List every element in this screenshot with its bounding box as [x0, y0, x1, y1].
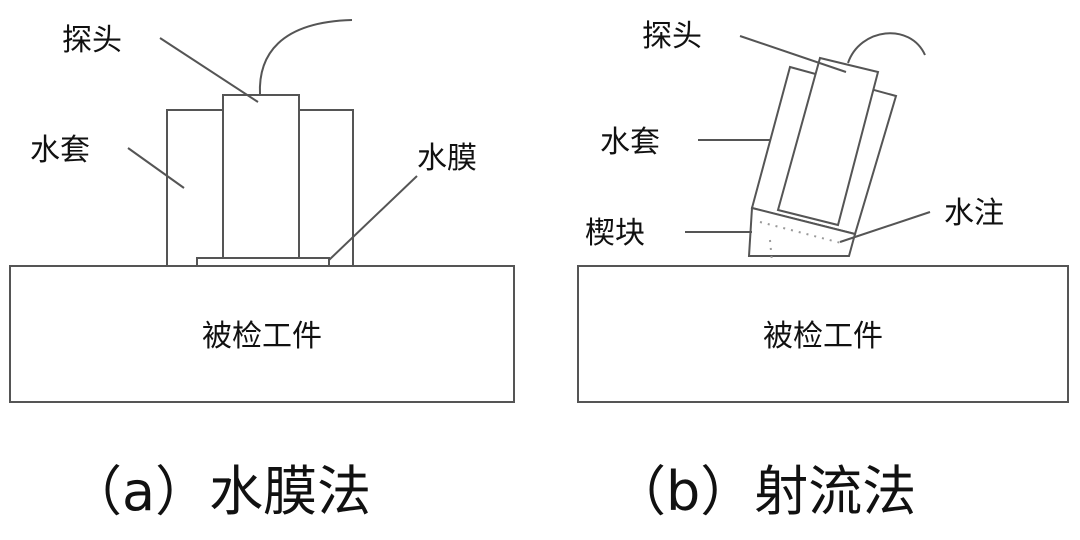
- panel-b-wedge: [747, 206, 857, 257]
- panel-a-probe: [222, 94, 300, 259]
- panel-b-workpiece: [577, 265, 1069, 403]
- panel-b-water-jet-path: [759, 221, 846, 245]
- panel-a-workpiece-label: 被检工件: [202, 319, 322, 354]
- panel-a-probe-label: 探头: [62, 23, 122, 58]
- panel-b-wedge-label: 楔块: [585, 216, 645, 251]
- panel-a-probe-cable: [258, 19, 353, 96]
- panel-a-workpiece: [9, 265, 515, 403]
- panel-b: 被检工件 探头 水套 楔块 水注 （b）射流法: [577, 19, 1069, 523]
- panel-a: 被检工件 探头 水套 水膜 （a）水膜法: [9, 19, 515, 523]
- panel-a-film-label: 水膜: [417, 141, 477, 176]
- panel-b-jet-leader: [839, 211, 931, 243]
- panel-a-probe-leader: [159, 37, 259, 103]
- panel-b-probe-cable: [847, 32, 926, 64]
- panel-a-water-film: [196, 257, 330, 267]
- panel-b-jet-label: 水注: [944, 196, 1004, 231]
- panel-a-jacket-leader: [127, 147, 185, 189]
- panel-b-workpiece-label: 被检工件: [763, 319, 883, 354]
- panel-b-caption: （b）射流法: [612, 460, 916, 523]
- panel-b-probe-leader: [739, 35, 847, 73]
- panel-b-probe-label: 探头: [642, 19, 702, 54]
- panel-a-caption: （a）水膜法: [68, 460, 371, 523]
- panel-b-probe: [776, 56, 880, 227]
- panel-a-jacket-label: 水套: [30, 133, 90, 168]
- panel-a-film-leader: [328, 175, 418, 261]
- panel-b-jacket-label: 水套: [600, 125, 660, 160]
